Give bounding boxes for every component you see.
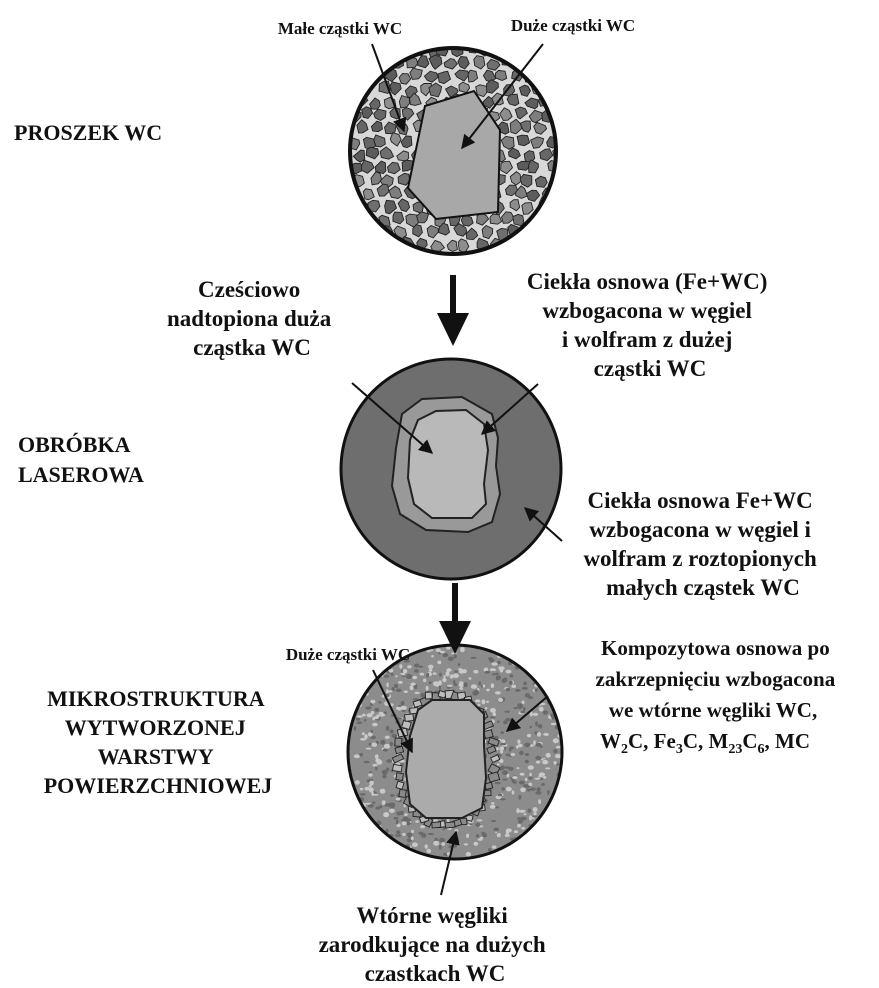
flow-arrow-1 [437, 275, 469, 346]
label-liquid-matrix-large: Ciekła osnowa (Fe+WC) wzbogacona w węgie… [527, 269, 773, 381]
stage-title-microstructure: MIKROSTRUKTURA WYTWORZONEJ WARSTWY POWIE… [44, 686, 273, 798]
flow-arrow-2 [439, 583, 471, 654]
label-large-particles-bottom: Duże cząstki WC [286, 645, 410, 664]
partially-melted-large-particle [408, 410, 488, 518]
label-secondary-carbides: Wtórne węgliki zarodkujące na dużych cza… [319, 903, 552, 986]
label-large-particles-top: Duże cząstki WC [511, 16, 635, 35]
label-small-particles: Małe cząstki WC [278, 19, 402, 38]
label-partially-melted: Cześciowo nadtopiona duża cząstka WC [167, 277, 337, 360]
label-composite-matrix: Kompozytowa osnowa po zakrzepnięciu wzbo… [596, 636, 841, 722]
label-liquid-matrix-small: Ciekła osnowa Fe+WC wzbogacona w węgiel … [583, 488, 822, 600]
stage-title-powder: PROSZEK WC [14, 120, 162, 145]
label-carbides-formula: W2C, Fe3C, M23C6, MC [600, 729, 810, 757]
large-wc-particle-bottom [406, 700, 486, 818]
stage-title-laser: OBRÓBKA LASEROWA [18, 432, 144, 487]
microstructure-circle [346, 643, 565, 862]
